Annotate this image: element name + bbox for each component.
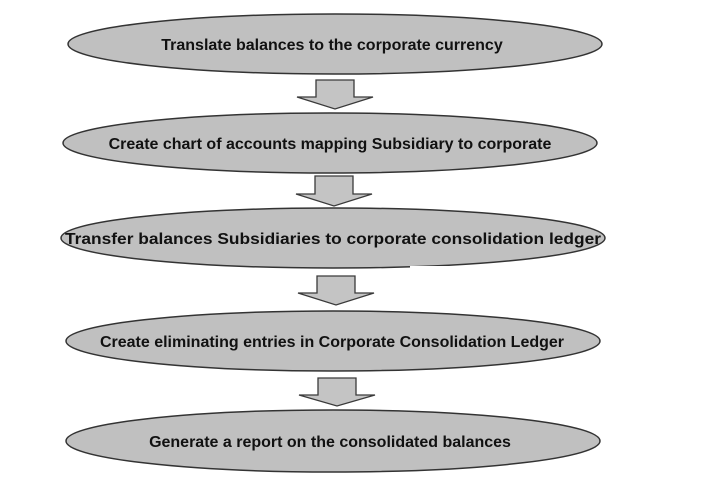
- step-oval: [60, 207, 606, 269]
- step-generate-report: Generate a report on the consolidated ba…: [65, 409, 601, 473]
- step-oval: [62, 112, 598, 174]
- step-create-chart-of-accounts: Create chart of accounts mapping Subsidi…: [62, 112, 598, 174]
- down-arrow-icon: [296, 79, 374, 110]
- step-oval: [65, 409, 601, 473]
- step-label: Create eliminating entries in Corporate …: [100, 334, 564, 351]
- step-create-eliminating-entries: Create eliminating entries in Corporate …: [65, 310, 601, 372]
- step-oval: [67, 13, 603, 75]
- down-arrow-icon: [297, 275, 375, 306]
- step-translate-balances: Translate balances to the corporate curr…: [67, 13, 603, 75]
- blank-region: [410, 266, 640, 306]
- step-label: Translate balances to the corporate curr…: [161, 37, 503, 54]
- step-transfer-balances: Transfer balances Subsidiaries to corpor…: [60, 207, 606, 269]
- step-label: Generate a report on the consolidated ba…: [149, 434, 511, 451]
- down-arrow-icon: [295, 175, 373, 207]
- step-label: Create chart of accounts mapping Subsidi…: [109, 136, 552, 153]
- down-arrow-icon: [298, 377, 376, 407]
- step-label: Transfer balances Subsidiaries to corpor…: [65, 231, 601, 248]
- step-oval: [65, 310, 601, 372]
